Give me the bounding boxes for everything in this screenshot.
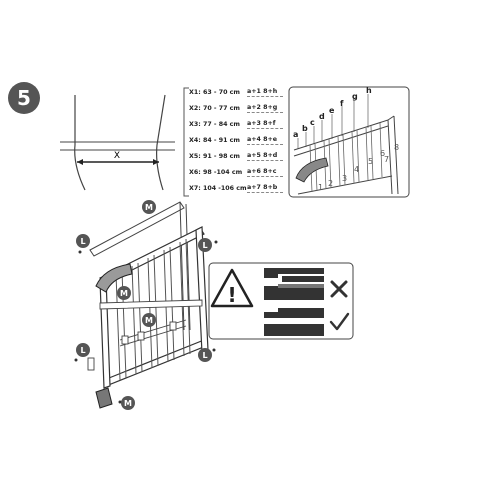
gate-assembly-illustration [74,201,218,409]
size-row: X4: 84 - 91 cm a+4 8+e [189,136,285,150]
size-row: X5: 91 - 98 cm a+5 8+d [189,152,285,166]
callout-m-bottom: M [121,396,135,410]
correct-mounting-diagram [264,308,324,336]
position-letter: a [293,130,298,139]
position-letter: e [329,106,335,115]
position-number: 2 [328,179,333,188]
size-row: X3: 77 - 84 cm a+3 8+f [189,120,285,134]
callout-letter: M [145,315,153,325]
callout-letter: L [80,236,86,246]
position-number: 6 [380,149,385,158]
size-combination: a+1 8+h [247,88,283,97]
size-combination: a+7 8+b [247,184,283,193]
position-number: 7 [384,155,389,164]
bottom-lock-icon [95,387,113,409]
position-letter: c [310,118,315,127]
measure-arrow-left [77,159,83,165]
check-icon [329,312,350,331]
size-range: X4: 84 - 91 cm [189,137,240,144]
size-range: X6: 98 -104 cm [189,169,243,176]
position-letter: d [319,112,325,121]
detail-frame [288,86,410,198]
detail-gate-rails [293,115,399,195]
callout-m-top: M [142,200,156,214]
callout-m-lock: M [117,286,131,300]
cross-icon [330,280,348,298]
size-range: X2: 70 - 77 cm [189,105,240,112]
position-number: 4 [354,165,359,174]
size-range: X7: 104 -106 cm [189,185,247,192]
size-combination: a+3 8+f [247,120,283,129]
size-range: X5: 91 - 98 cm [189,153,240,160]
position-number: 5 [368,157,373,166]
measure-label: X [114,151,120,161]
incorrect-mounting-diagram [264,268,324,300]
top-lock-handle-icon [95,263,133,293]
callout-letter: M [145,202,153,212]
callout-l-lower-left: L [76,343,90,357]
callout-l-lower-right: L [198,348,212,362]
size-row: X2: 70 - 77 cm a+2 8+g [189,104,285,118]
position-letter: b [302,124,308,133]
position-number: 8 [394,143,399,152]
size-combination: a+6 8+c [247,168,283,177]
callout-letter: L [80,345,86,355]
size-range: X3: 77 - 84 cm [189,121,240,128]
detail-lock-handle-icon [295,157,329,183]
position-number: 3 [342,174,347,183]
doorway-measure-sketch: X [60,94,175,191]
gate-back-frame [89,201,191,331]
doorway-right-jamb [156,94,166,191]
size-combination: a+4 8+e [247,136,283,145]
step-number: 5 [17,86,31,110]
callout-letter: L [202,350,208,360]
position-letter: g [352,92,358,101]
warning-symbol: ! [227,283,236,307]
position-detail-box: a b c d e f g h 1 2 3 4 5 6 7 8 [288,86,410,198]
gate-extension-rails [99,299,203,347]
step-number-badge: 5 [8,82,40,114]
doorway-left-jamb [74,95,86,191]
size-row: X1: 63 - 70 cm a+1 8+h [189,88,285,102]
callout-letter: L [202,240,208,250]
callout-letter: M [124,398,132,408]
size-combination: a+5 8+d [247,152,283,161]
callout-l-left: L [76,234,90,248]
measure-arrow-right [153,159,159,165]
position-letter: f [340,99,344,108]
size-table: X1: 63 - 70 cm a+1 8+h X2: 70 - 77 cm a+2 … [189,88,285,198]
callout-m-middle: M [142,313,156,327]
detail-leader-lines [297,94,369,149]
size-row: X6: 98 -104 cm a+6 8+c [189,168,285,182]
warning-panel: ! [208,262,354,340]
size-range: X1: 63 - 70 cm [189,89,240,96]
left-wall-pad [87,357,95,371]
size-combination: a+2 8+g [247,104,283,113]
position-number: 1 [318,183,323,192]
warning-triangle-icon [210,268,254,308]
callout-l-right: L [198,238,212,252]
callout-letter: M [120,288,128,298]
table-bracket [183,87,189,197]
position-letter: h [366,86,372,95]
